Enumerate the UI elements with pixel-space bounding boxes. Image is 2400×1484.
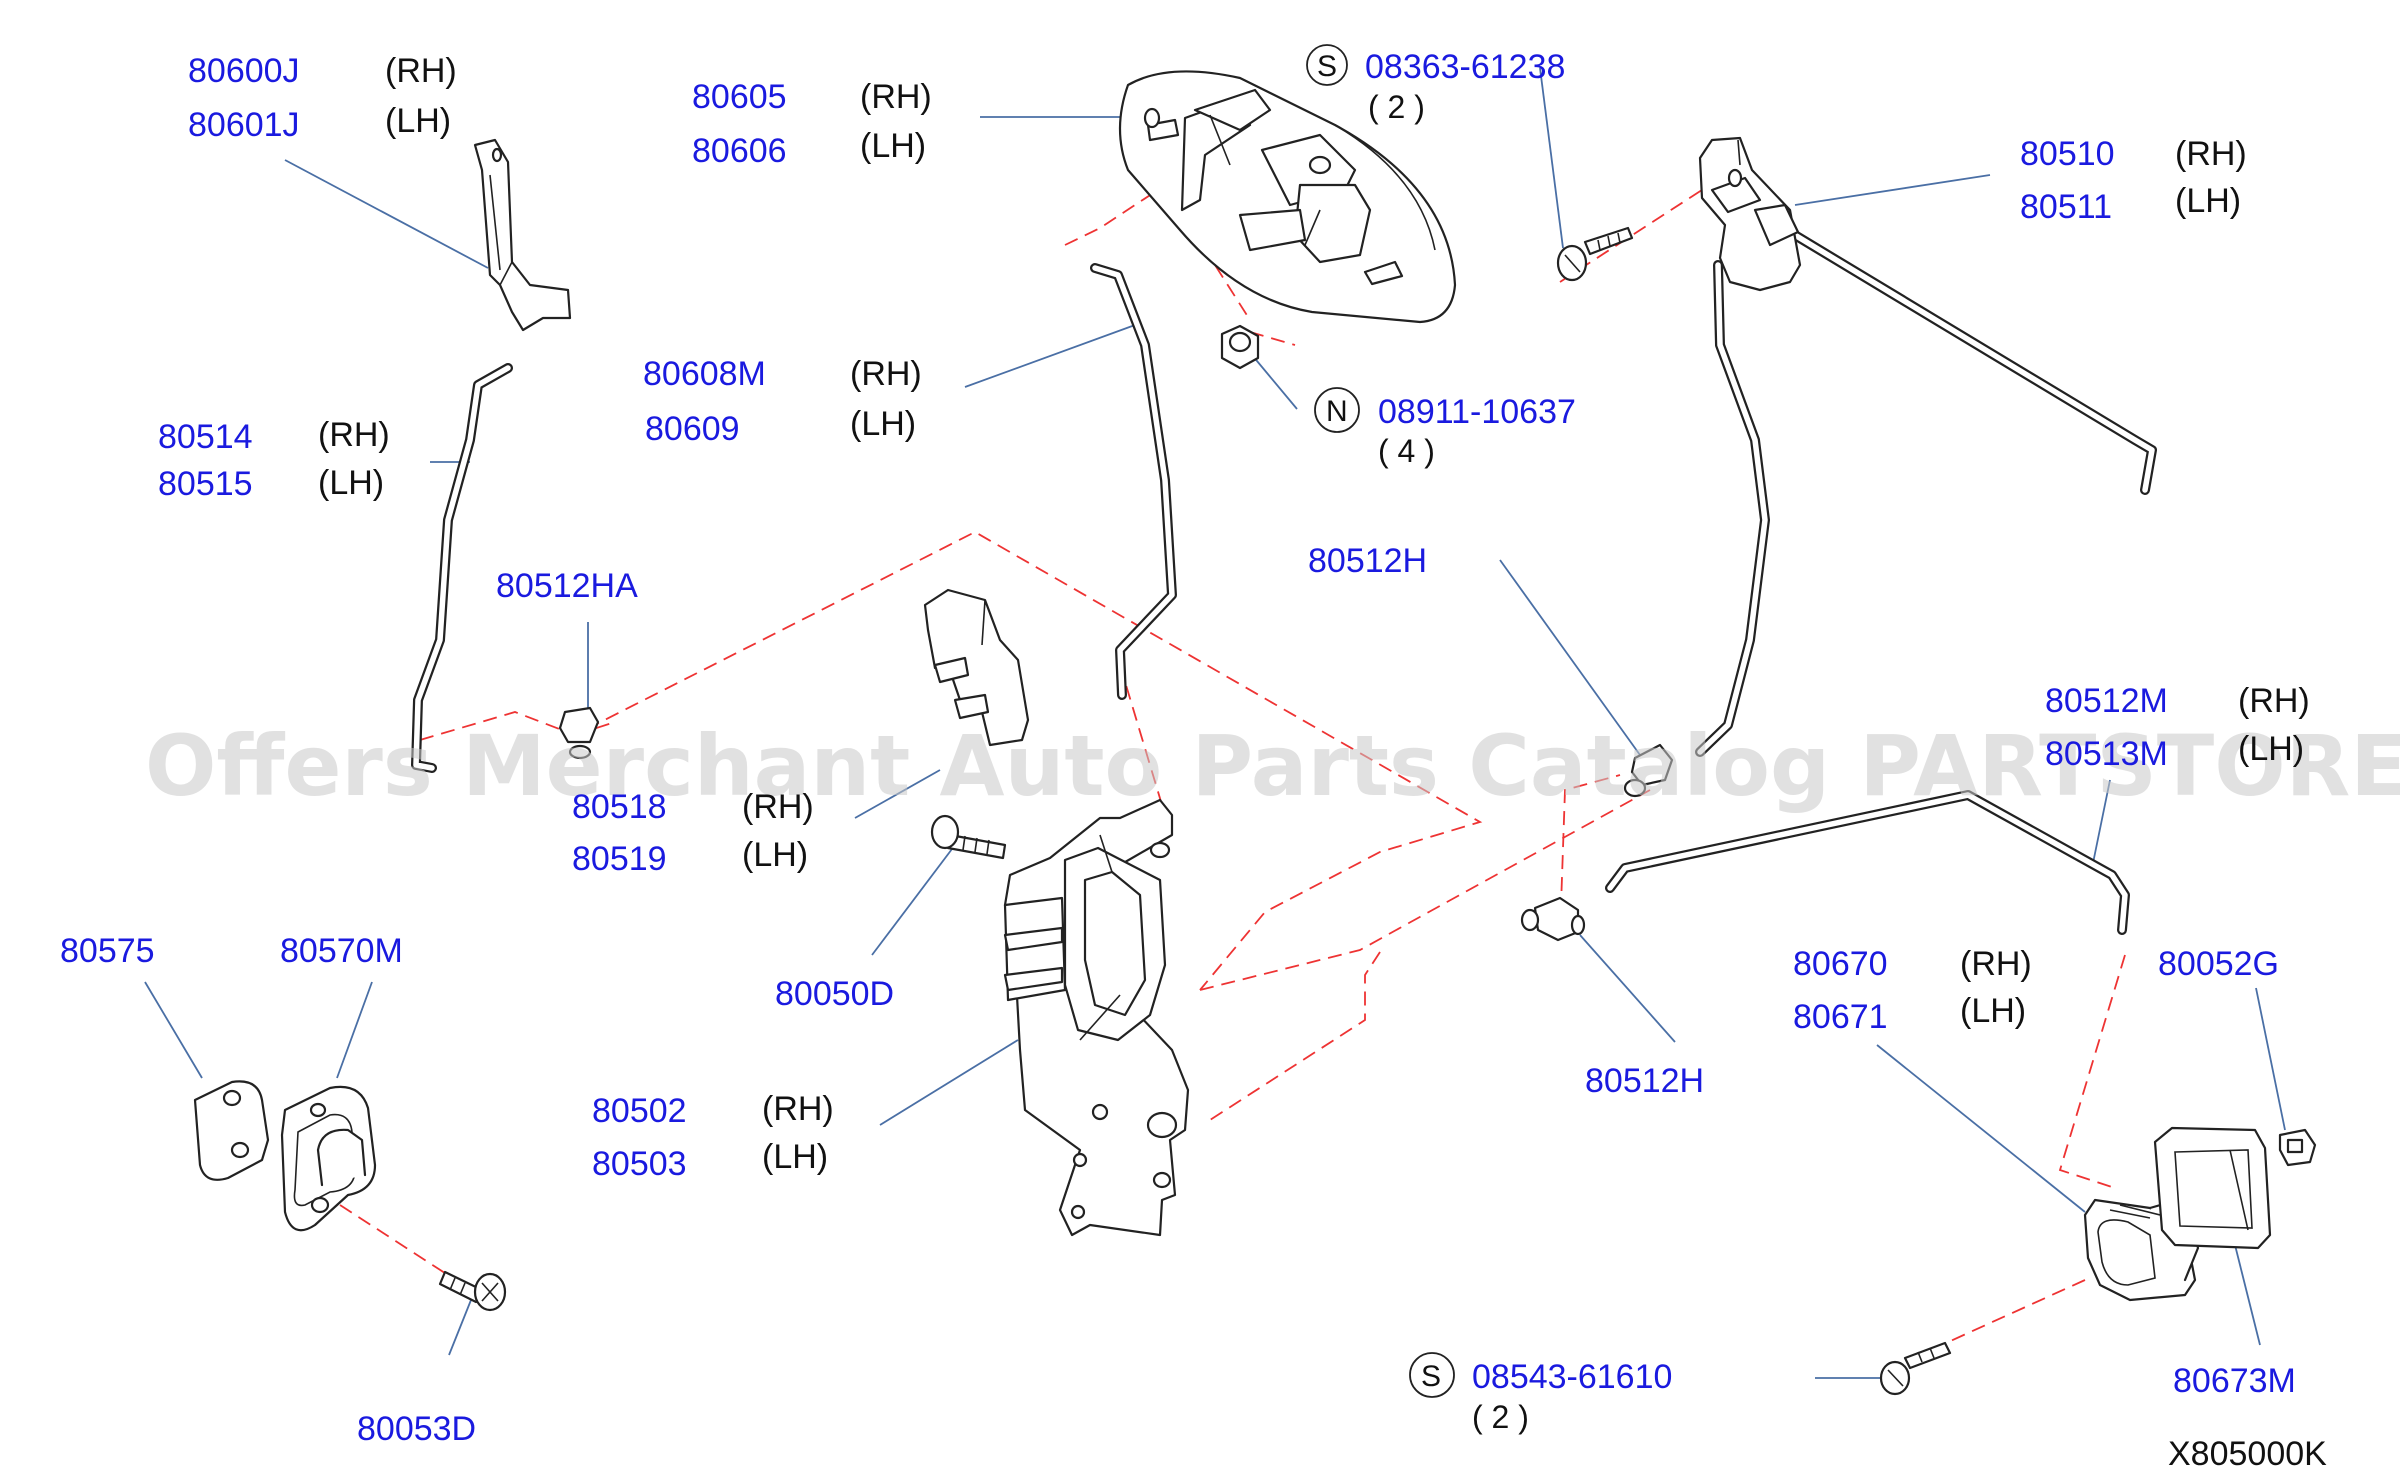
bracket-80600J-shape	[473, 138, 572, 332]
side-80605: (RH)	[860, 78, 932, 116]
outer-handle-80605-shape	[1118, 70, 1457, 324]
fastener-part-number: 08543-61610	[1472, 1358, 1672, 1396]
side-80513M: (LH)	[2238, 730, 2304, 768]
diagram-code: X805000K	[2168, 1435, 2327, 1473]
part-number-80512H-upper[interactable]: 80512H	[1308, 542, 1427, 580]
part-number-80512M[interactable]: 80512M	[2045, 682, 2168, 720]
clip-80512H-upper-shape	[1623, 743, 1674, 798]
part-number-80513M[interactable]: 80513M	[2045, 735, 2168, 773]
part-number-80606[interactable]: 80606	[692, 132, 787, 170]
part-number-80511[interactable]: 80511	[2020, 188, 2112, 226]
fastener-quantity: ( 2 )	[1368, 89, 1425, 125]
fastener-08363-61238[interactable]: S 08363-61238 ( 2 )	[1306, 44, 1565, 125]
door-lock-80502-shape	[1003, 798, 1190, 1237]
part-number-80515[interactable]: 80515	[158, 465, 253, 503]
side-80671: (LH)	[1960, 992, 2026, 1030]
fastener-callouts: S 08363-61238 ( 2 ) N 08911-10637 ( 4 ) …	[1306, 44, 1672, 1435]
fastener-symbol: S	[1317, 50, 1337, 83]
side-80502: (RH)	[762, 1090, 834, 1128]
part-number-80605[interactable]: 80605	[692, 78, 787, 116]
fastener-08911-10637[interactable]: N 08911-10637 ( 4 )	[1314, 387, 1576, 469]
part-number-80673M[interactable]: 80673M	[2173, 1362, 2296, 1400]
part-number-80671[interactable]: 80671	[1793, 998, 1888, 1036]
part-number-80512HA[interactable]: 80512HA	[496, 567, 638, 605]
fastener-quantity: ( 4 )	[1378, 433, 1435, 469]
side-80609: (LH)	[850, 405, 916, 443]
rod-80512M-shape	[1605, 790, 2130, 935]
clip-80512HA-shape	[558, 706, 600, 760]
part-number-80608M[interactable]: 80608M	[643, 355, 766, 393]
rod-80514-shape	[411, 363, 513, 773]
part-number-80502[interactable]: 80502	[592, 1092, 687, 1130]
part-number-80052G[interactable]: 80052G	[2158, 945, 2279, 983]
part-number-80503[interactable]: 80503	[592, 1145, 687, 1183]
side-80503: (LH)	[762, 1138, 828, 1176]
part-number-80570M[interactable]: 80570M	[280, 932, 403, 970]
side-80511: (LH)	[2175, 182, 2241, 220]
gasket-80575-shape	[193, 1080, 270, 1181]
callout-labels: 80600J (RH) 80601J (LH) 80605 (RH) 80606…	[60, 52, 2310, 1448]
part-number-80510[interactable]: 80510	[2020, 135, 2115, 173]
screw-80053D-shape	[438, 1270, 507, 1312]
side-80518: (RH)	[742, 788, 814, 826]
side-80514: (RH)	[318, 416, 390, 454]
side-80600J: (RH)	[385, 52, 457, 90]
part-number-80609[interactable]: 80609	[645, 410, 740, 448]
nut-08911-10637-shape	[1220, 324, 1260, 370]
rod-80608M-shape	[1090, 263, 1177, 700]
escutcheon-80673M-shape	[2153, 1126, 2272, 1250]
part-number-80512H-lower[interactable]: 80512H	[1585, 1062, 1704, 1100]
fastener-symbol: N	[1326, 395, 1348, 428]
fastener-symbol: S	[1421, 1360, 1441, 1393]
part-number-80518[interactable]: 80518	[572, 788, 667, 826]
part-number-80670[interactable]: 80670	[1793, 945, 1888, 983]
watermark-text: Offers Merchant Auto Parts Catalog PARTS…	[145, 717, 2400, 815]
rod-80510-shape	[1695, 136, 2157, 757]
side-80606: (LH)	[860, 127, 926, 165]
side-80515: (LH)	[318, 464, 384, 502]
side-80519: (LH)	[742, 836, 808, 874]
bracket-80518-shape	[923, 588, 1030, 747]
striker-80570M-shape	[280, 1085, 377, 1232]
fastener-quantity: ( 2 )	[1472, 1399, 1529, 1435]
clip-80512H-lower-shape	[1520, 896, 1586, 942]
screw-80050D-shape	[930, 814, 1007, 860]
part-number-80575[interactable]: 80575	[60, 932, 155, 970]
fastener-part-number: 08911-10637	[1378, 393, 1576, 431]
fastener-08543-61610[interactable]: S 08543-61610 ( 2 )	[1409, 1352, 1672, 1435]
part-number-80050D[interactable]: 80050D	[775, 975, 894, 1013]
screw-08363-61238-shape	[1556, 226, 1634, 282]
part-number-80601J[interactable]: 80601J	[188, 106, 300, 144]
leader-lines	[144, 67, 2286, 1379]
side-80601J: (LH)	[385, 102, 451, 140]
side-80512M: (RH)	[2238, 682, 2310, 720]
part-number-80053D[interactable]: 80053D	[357, 1410, 476, 1448]
screw-08543-61610-shape	[1879, 1341, 1952, 1396]
side-80670: (RH)	[1960, 945, 2032, 983]
side-80510: (RH)	[2175, 135, 2247, 173]
fastener-part-number: 08363-61238	[1365, 48, 1565, 86]
clip-80052G-shape	[2278, 1128, 2317, 1167]
part-number-80519[interactable]: 80519	[572, 840, 667, 878]
part-number-80600J[interactable]: 80600J	[188, 52, 300, 90]
part-number-80514[interactable]: 80514	[158, 418, 253, 456]
assembly-dashed-lines	[339, 174, 2126, 1349]
side-80608M: (RH)	[850, 355, 922, 393]
